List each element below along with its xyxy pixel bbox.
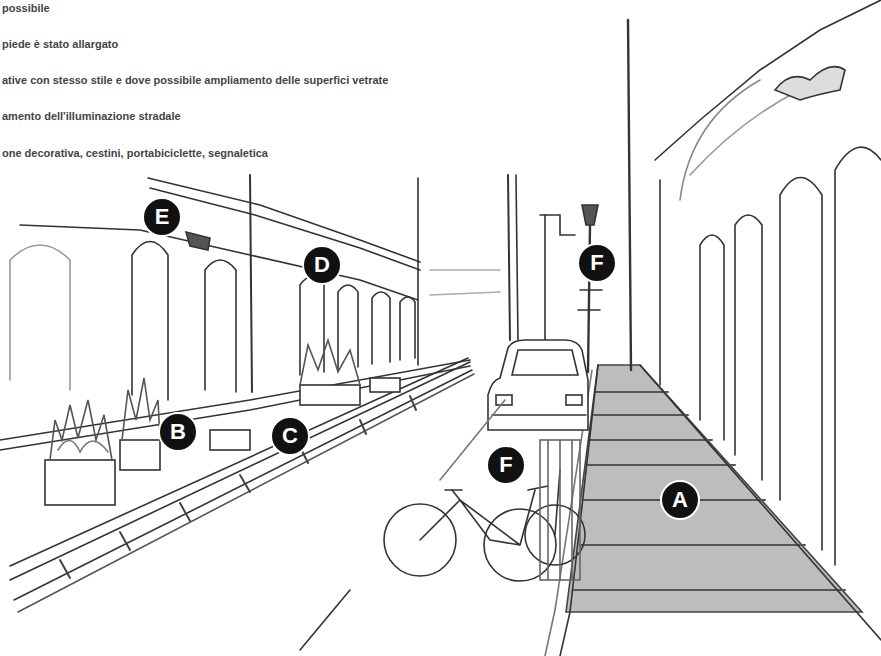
note-line: ative con stesso stile e dove possibile … [2, 74, 388, 86]
callout-circle: D [302, 245, 342, 285]
note-line: one decorativa, cestini, portabiciclette… [2, 147, 268, 159]
callout-letter: F [590, 252, 603, 274]
callout-circle: F [577, 243, 617, 283]
callout-letter: E [155, 206, 170, 228]
note-line: possibile [2, 2, 50, 14]
callout-circle: E [142, 197, 182, 237]
note-line: amento dell'illuminazione stradale [2, 110, 181, 122]
callout-letter: A [672, 489, 688, 511]
callout-circle: F [486, 445, 526, 485]
note-line: piede è stato allargato [2, 38, 118, 50]
callout-circle: B [158, 412, 198, 452]
callout-letter: F [499, 454, 512, 476]
callout-letter: C [282, 425, 298, 447]
callout-circle: A [660, 480, 700, 520]
callout-letter: D [314, 254, 330, 276]
callout-circle: C [270, 416, 310, 456]
callout-letter: B [170, 421, 186, 443]
